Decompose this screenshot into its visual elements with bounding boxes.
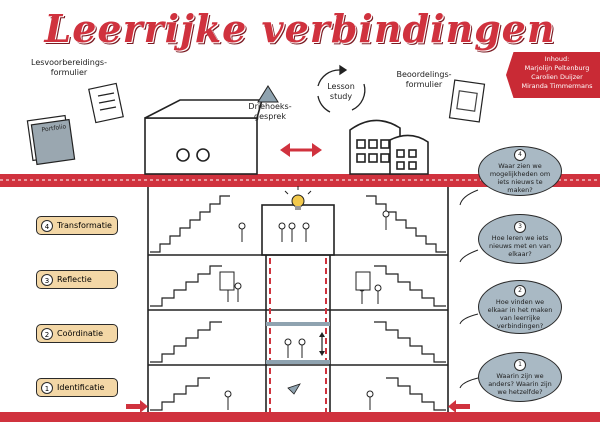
level-number: 4	[41, 219, 53, 232]
paper-plane-icon	[287, 383, 301, 395]
stairs-left	[150, 195, 230, 411]
level-number: 2	[41, 327, 53, 340]
level-identificatie: 1 Identificatie	[36, 378, 118, 397]
level-label: Identificatie	[57, 383, 105, 392]
credits-author: Marjolijn Peltenburg	[524, 64, 590, 72]
question-bubble-4: 4 Waar zien we mogelijkheden om iets nie…	[478, 146, 562, 196]
triangle-icon	[257, 85, 279, 103]
bubble-text: Waarin zijn we anders? Waarin zijn we he…	[488, 371, 552, 396]
level-reflectie: 3 Reflectie	[36, 270, 118, 289]
bubble-text: Hoe vinden we elkaar in het maken van le…	[487, 297, 553, 330]
note-lesvoorbereidings: Lesvoorbereidings-formulier	[31, 58, 107, 77]
bubble-text: Hoe leren we iets nieuws met en van elka…	[489, 233, 551, 258]
level-transformatie: 4 Transformatie	[36, 216, 118, 235]
level-label: Reflectie	[57, 275, 92, 284]
note-lesson-study: Lesson study	[327, 82, 355, 101]
entry-arrow-left-icon	[126, 400, 148, 413]
double-arrow-icon	[280, 143, 322, 157]
people-figures	[224, 210, 390, 410]
bubble-text: Waar zien we mogelijkheden om iets nieuw…	[489, 161, 551, 194]
bubble-number: 2	[514, 284, 526, 297]
level-number: 3	[41, 273, 53, 286]
credits-author: Carolien Duijzer	[531, 73, 583, 81]
question-bubble-2: 2 Hoe vinden we elkaar in het maken van …	[478, 280, 562, 334]
note-beoordelings: Beoordelings-formulier	[396, 70, 452, 89]
question-bubble-1: 1 Waarin zijn we anders? Waarin zijn we …	[478, 352, 562, 402]
level-label: Coördinatie	[57, 329, 104, 338]
entry-arrow-right-icon	[448, 400, 470, 413]
portfolio-icon	[26, 114, 76, 166]
note-driehoeksgesprek: Driehoeks-gesprek	[248, 102, 292, 121]
document-icon-right	[448, 79, 486, 123]
building-frame	[147, 187, 449, 412]
bubble-number: 1	[514, 358, 526, 371]
credits-ribbon: Inhoud: Marjolijn Peltenburg Carolien Du…	[506, 52, 600, 98]
level-label: Transformatie	[57, 221, 112, 230]
level-number: 1	[41, 381, 53, 394]
question-bubble-3: 3 Hoe leren we iets nieuws met en van el…	[478, 214, 562, 264]
bubble-number: 4	[514, 148, 526, 161]
elevator-shaft	[266, 258, 330, 412]
cycle-arrows-icon	[317, 64, 366, 113]
document-icon-left	[88, 82, 124, 124]
bubble-number: 3	[514, 220, 526, 233]
wall-frames	[219, 271, 371, 291]
page-title: Leerrijke verbindingen	[44, 6, 556, 51]
bottom-red-band	[0, 412, 600, 422]
credits-author: Miranda Timmermans	[521, 82, 593, 90]
stairs-right	[366, 195, 446, 411]
lightbulb-icon	[284, 186, 312, 210]
bubble-tail-4	[459, 189, 479, 206]
up-down-arrow-icon	[319, 332, 325, 356]
level-coordinatie: 2 Coördinatie	[36, 324, 118, 343]
right-roof	[349, 119, 429, 175]
credits-heading: Inhoud:	[544, 55, 570, 63]
left-roof	[144, 99, 264, 175]
